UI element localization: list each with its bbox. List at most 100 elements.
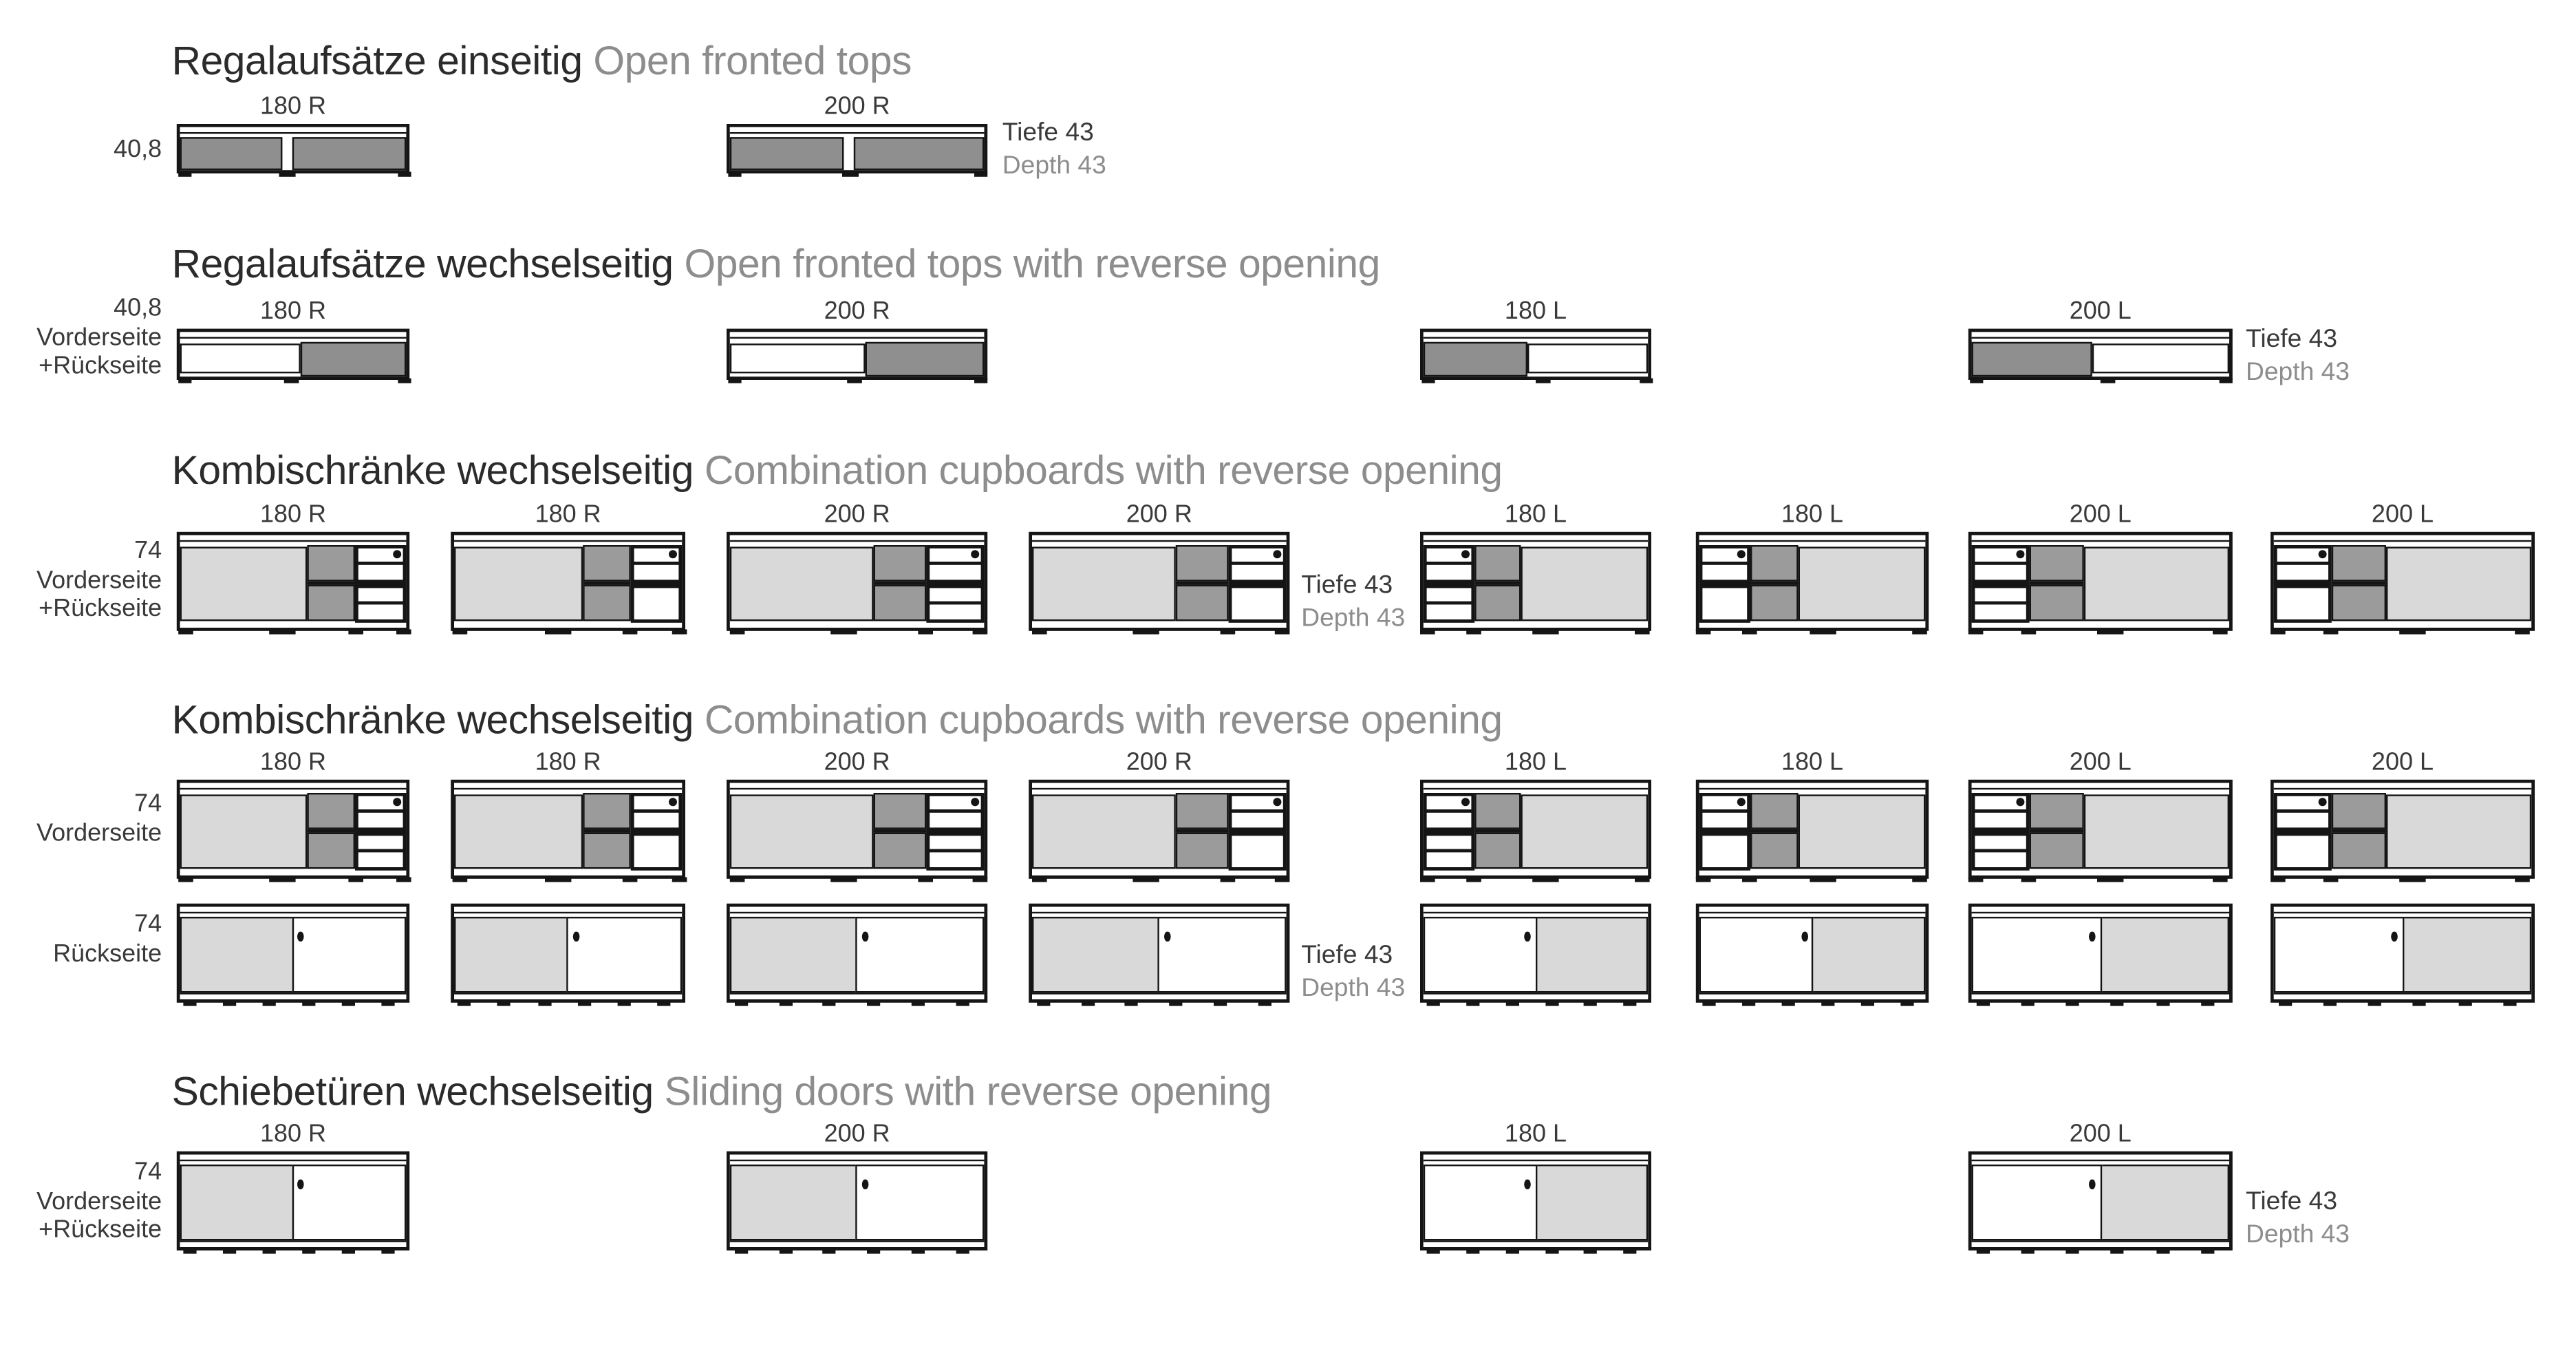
open-compartment-panel xyxy=(1750,585,1798,622)
foot-glide xyxy=(734,1248,748,1253)
foot-glide xyxy=(672,876,687,882)
section-title: Regalaufsätze wechselseitig Open fronted… xyxy=(172,243,1381,289)
open-compartment-white xyxy=(1702,587,1747,619)
cabinet-frame xyxy=(2271,531,2535,631)
cabinet-frame xyxy=(1029,903,1290,1003)
bottom-rail xyxy=(729,992,985,999)
cabinet-frame xyxy=(1420,779,1651,879)
door-panel xyxy=(1032,546,1176,621)
drawer-front xyxy=(358,605,403,619)
column-label: 200 L xyxy=(2069,748,2132,776)
cabinet-frame xyxy=(727,328,988,380)
top-rail xyxy=(2273,535,2532,542)
drawer-front xyxy=(1232,813,1283,827)
column-label: 200 L xyxy=(2069,500,2132,529)
drawer-front xyxy=(1975,853,2027,867)
foot-glide xyxy=(2368,1000,2382,1006)
open-compartment-panel xyxy=(1175,585,1230,622)
cabinet-frame xyxy=(451,779,686,879)
side-label: Vorderseite xyxy=(36,323,162,352)
door-panel xyxy=(1797,794,1926,869)
drawer-front xyxy=(1975,813,2027,827)
cabinet-frame xyxy=(451,531,686,631)
diagram-combi_L_2d xyxy=(1695,531,1929,634)
drawer-front xyxy=(1426,547,1471,562)
foot-glide xyxy=(1695,628,1711,634)
foot-glide xyxy=(841,171,858,176)
knob-dot xyxy=(1273,798,1282,807)
sliding-door-right xyxy=(855,1163,985,1241)
side-label: 74 xyxy=(134,789,162,818)
depth-label-de: Tiefe 43 xyxy=(2246,325,2338,354)
depth-label-de: Tiefe 43 xyxy=(2246,1187,2338,1216)
top-rail xyxy=(1423,906,1649,914)
foot-glide xyxy=(302,1248,316,1253)
foot-glide xyxy=(1427,1248,1441,1253)
foot-glide xyxy=(1133,876,1160,882)
foot-glide xyxy=(623,628,638,634)
diagram-combi_L_4d xyxy=(1420,531,1651,634)
drawer-front xyxy=(358,565,403,580)
foot-glide xyxy=(183,1000,197,1006)
foot-glide xyxy=(2021,628,2037,634)
foot-glide xyxy=(1976,1248,1990,1253)
foot-glide xyxy=(1532,876,1560,882)
open-compartment-panel xyxy=(2332,833,2386,870)
sliding-door-right xyxy=(292,1163,407,1241)
open-compartment-white xyxy=(2277,835,2329,867)
column-label: 180 R xyxy=(535,748,601,776)
foot-glide xyxy=(918,628,934,634)
diagram-open_top_single xyxy=(727,124,988,176)
column-label: 180 L xyxy=(1781,500,1844,529)
foot-glide xyxy=(2271,876,2286,882)
top-rail xyxy=(1699,535,1926,542)
top-rail xyxy=(729,332,985,339)
foot-glide xyxy=(1536,377,1551,383)
open-compartment-panel xyxy=(873,791,927,829)
section-title-en: Combination cupboards with reverse openi… xyxy=(704,449,1503,494)
section-title-de: Schiebetüren wechselseitig xyxy=(171,1070,654,1116)
open-front-panel xyxy=(1971,341,2092,377)
drawer-front xyxy=(634,795,679,809)
section-title-de: Kombischränke wechselseitig xyxy=(171,699,694,743)
column-label: 180 R xyxy=(535,500,601,529)
depth-label-de: Tiefe 43 xyxy=(1002,118,1094,147)
bottom-rail xyxy=(1971,992,2230,999)
foot-glide xyxy=(1861,1000,1875,1006)
foot-glide xyxy=(396,876,412,882)
shelf-panel xyxy=(729,136,845,171)
top-rail xyxy=(1699,906,1926,914)
drawer-front xyxy=(634,565,679,580)
foot-glide xyxy=(2458,1000,2471,1006)
knob-dot xyxy=(393,798,402,807)
diagram-combi_R_4d xyxy=(727,531,988,634)
foot-glide xyxy=(1220,876,1236,882)
top-rail xyxy=(1423,535,1649,542)
foot-glide xyxy=(497,1000,511,1006)
diagram-open_top_half_R xyxy=(176,328,411,383)
foot-glide xyxy=(279,171,296,176)
foot-glide xyxy=(178,377,191,383)
cabinet-frame xyxy=(727,779,988,879)
open-front-panel xyxy=(1423,341,1528,377)
closed-back-panel xyxy=(180,343,300,373)
open-compartment-panel xyxy=(583,544,631,581)
cabinet-frame xyxy=(1029,779,1290,879)
cabinet-frame xyxy=(727,531,988,631)
knob-dot xyxy=(2089,1179,2096,1190)
foot-glide xyxy=(1623,1248,1637,1253)
open-compartment-panel xyxy=(1474,544,1521,581)
bottom-rail xyxy=(729,1240,985,1248)
top-rail xyxy=(180,1154,407,1162)
cabinet-frame xyxy=(727,903,988,1003)
foot-glide xyxy=(1466,1000,1480,1006)
foot-glide xyxy=(830,628,858,634)
foot-glide xyxy=(2219,377,2233,383)
foot-glide xyxy=(1031,876,1046,882)
section-title-en: Sliding doors with reverse opening xyxy=(664,1070,1272,1116)
section-title: Regalaufsätze einseitig Open fronted top… xyxy=(172,40,912,86)
closed-back-panel xyxy=(729,343,865,373)
foot-glide xyxy=(1976,1000,1990,1006)
